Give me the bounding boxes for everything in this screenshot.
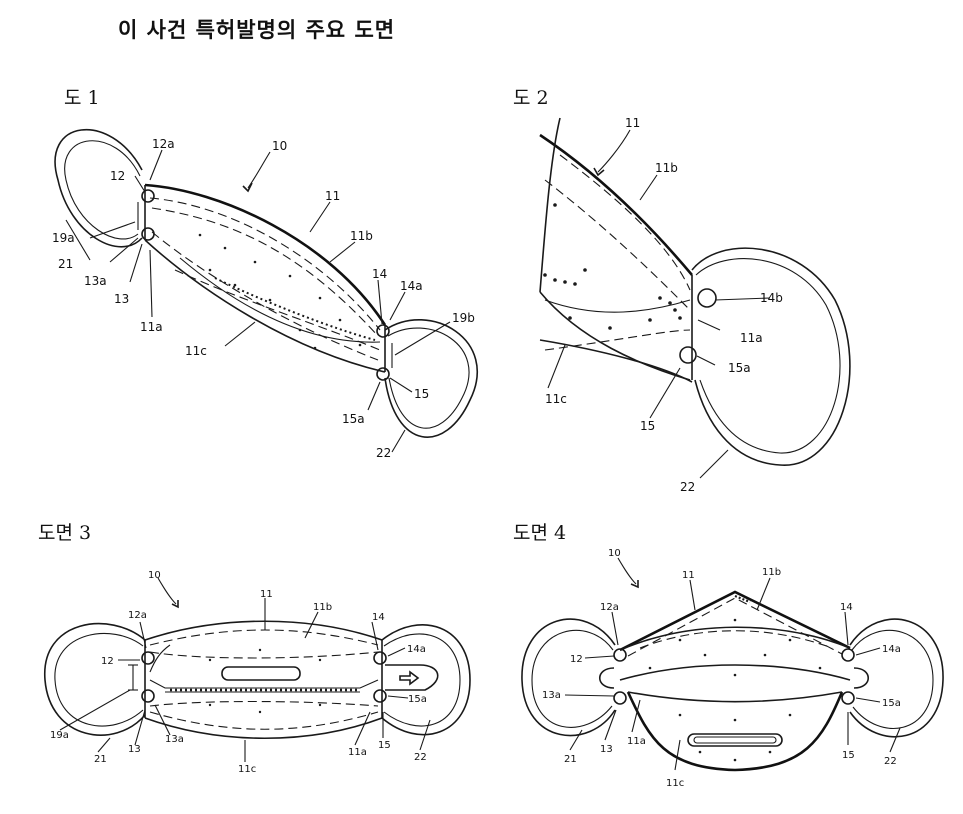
ref-12a: 12a (600, 602, 619, 613)
mask-front-folded-view (521, 557, 944, 772)
ref-11a: 11a (740, 331, 763, 345)
ref-12: 12 (110, 169, 125, 183)
figure-2-label: 도 2 (513, 87, 549, 109)
ref-12: 12 (570, 654, 583, 665)
ref-10: 10 (148, 570, 161, 581)
ref-11a: 11a (627, 736, 646, 747)
ref-12a: 12a (152, 137, 175, 151)
ref-15: 15 (378, 740, 391, 751)
figure-2-drawing: 11 11b 14b 11a 15a 11c 15 22 (539, 116, 851, 494)
figure-3-label: 도면 3 (38, 522, 92, 544)
ref-13a: 13a (542, 690, 561, 701)
ref-15a: 15a (342, 412, 365, 426)
ref-15a: 15a (882, 698, 901, 709)
ref-19b: 19b (452, 311, 475, 325)
ref-11b: 11b (313, 602, 332, 613)
ref-15: 15 (842, 750, 855, 761)
ref-11b: 11b (350, 229, 373, 243)
ref-19a: 19a (50, 730, 69, 741)
ref-10: 10 (272, 139, 287, 153)
ref-14a: 14a (400, 279, 423, 293)
ref-22: 22 (884, 756, 897, 767)
mask-closeup-view (539, 117, 851, 479)
ref-14a: 14a (407, 644, 426, 655)
ref-12a: 12a (128, 610, 147, 621)
ref-21: 21 (58, 257, 73, 271)
ref-13: 13 (600, 744, 613, 755)
ref-13a: 13a (165, 734, 184, 745)
ref-11b: 11b (762, 567, 781, 578)
ref-15: 15 (414, 387, 429, 401)
ref-21: 21 (564, 754, 577, 765)
figure-1-label: 도 1 (64, 87, 100, 109)
ref-13: 13 (114, 292, 129, 306)
ref-14: 14 (840, 602, 853, 613)
ref-11: 11 (625, 116, 640, 130)
figure-3-drawing: 10 11 11b 12a 12 14 14a 15a 19a 21 13 13… (44, 570, 471, 775)
ref-11c: 11c (545, 392, 567, 406)
ref-13: 13 (128, 744, 141, 755)
mask-front-flat-view (44, 577, 471, 762)
ref-14b: 14b (760, 291, 783, 305)
ref-21: 21 (94, 754, 107, 765)
ref-19a: 19a (52, 231, 75, 245)
ref-11a: 11a (140, 320, 163, 334)
figure-4-label: 도면 4 (513, 522, 567, 544)
ref-13a: 13a (84, 274, 107, 288)
ref-15: 15 (640, 419, 655, 433)
ref-10: 10 (608, 548, 621, 559)
ref-12: 12 (101, 656, 114, 667)
ref-11c: 11c (185, 344, 207, 358)
ref-22: 22 (376, 446, 391, 460)
ref-15a: 15a (728, 361, 751, 375)
ref-11: 11 (325, 189, 340, 203)
page-title: 이 사건 특허발명의 주요 도면 (118, 18, 396, 42)
ref-22: 22 (680, 480, 695, 494)
ref-11c: 11c (666, 778, 684, 789)
figure-1-drawing: 10 12a 12 11 11b 19a 21 13a 13 11a 11c 1… (52, 128, 478, 460)
ref-11: 11 (682, 570, 695, 581)
ref-22: 22 (414, 752, 427, 763)
ref-14a: 14a (882, 644, 901, 655)
ref-11: 11 (260, 589, 273, 600)
ref-14: 14 (372, 267, 387, 281)
ref-11c: 11c (238, 764, 256, 775)
ref-14: 14 (372, 612, 385, 623)
ref-11b: 11b (655, 161, 678, 175)
ref-11a: 11a (348, 747, 367, 758)
ref-15a: 15a (408, 694, 427, 705)
mask-diagonal-view (54, 128, 478, 453)
